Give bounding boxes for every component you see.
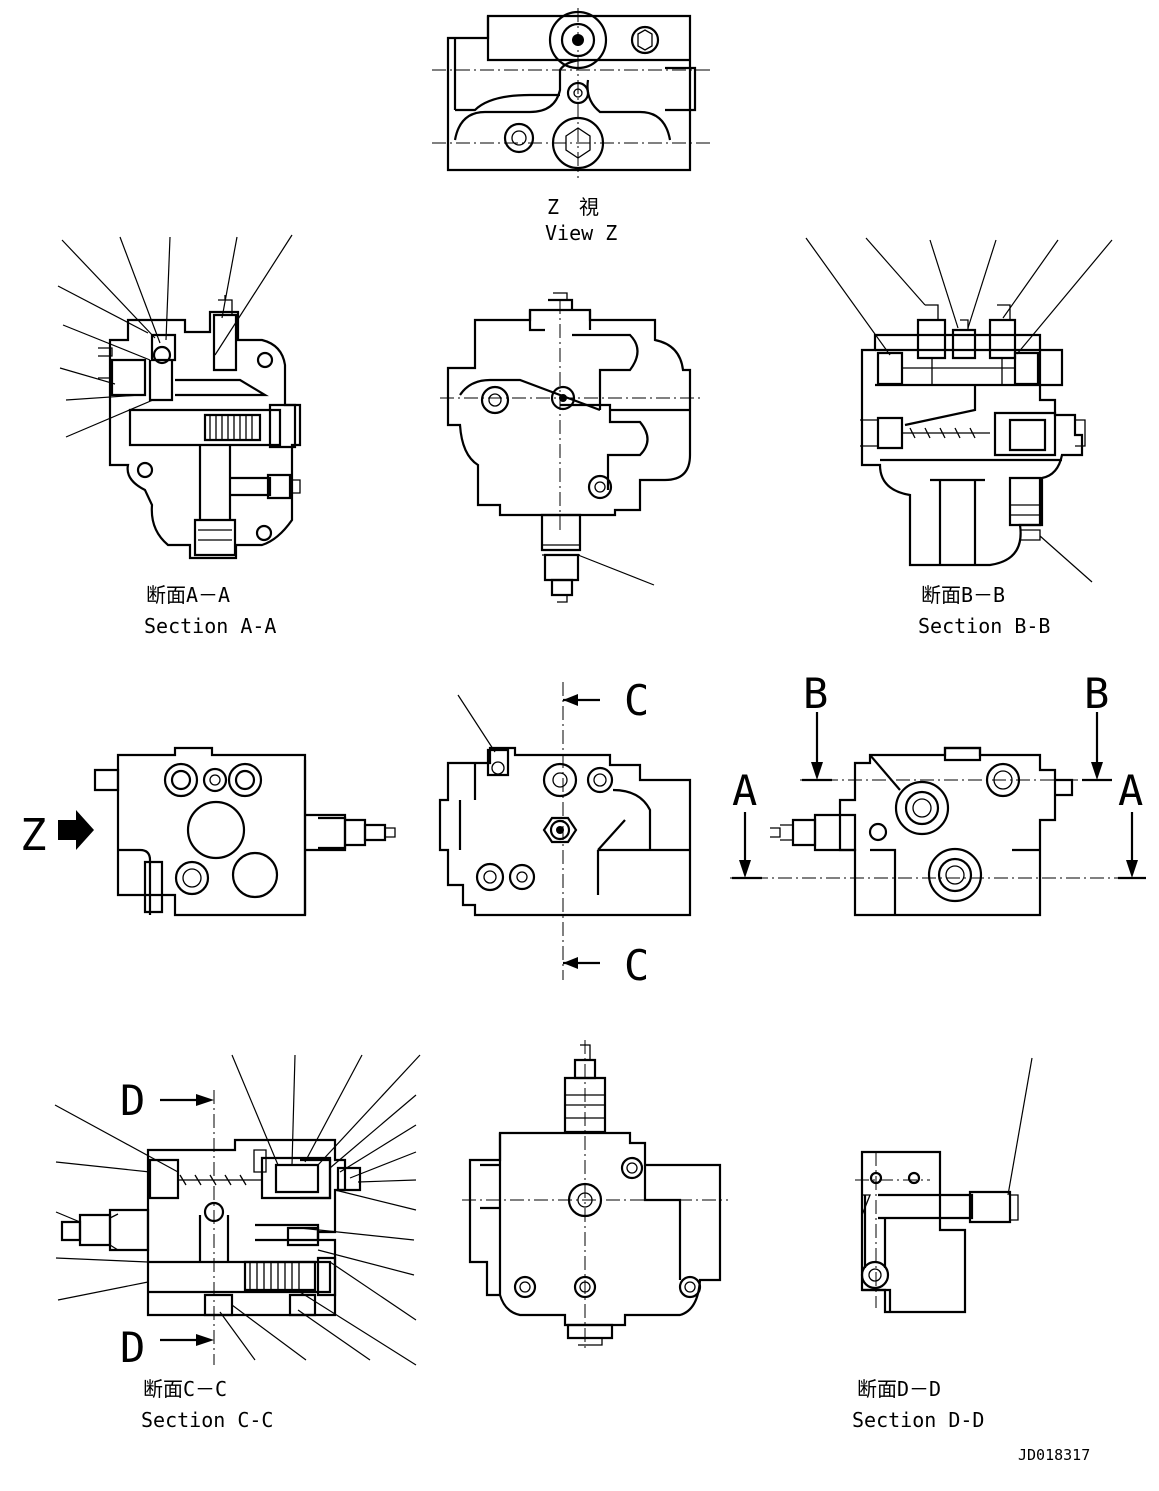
section-dd-label-jp: 断面D－D — [857, 1377, 941, 1401]
section-cc-leaders — [54, 1054, 421, 1366]
section-cc-cut-marks — [563, 694, 600, 969]
front-view-drawing — [438, 682, 692, 980]
section-aa-leaders — [57, 234, 293, 438]
front-view-leaders — [457, 694, 496, 753]
cut-b-left-label: B — [803, 669, 828, 718]
section-dd-leaders — [1007, 1057, 1033, 1196]
section-aa-label-en: Section A-A — [144, 614, 276, 638]
cut-c-lower-label: C — [624, 941, 649, 990]
cut-c-upper-label: C — [624, 676, 649, 725]
z-view-arrow — [58, 810, 94, 850]
cut-marks-ab — [732, 712, 1146, 880]
section-cc-label-jp: 断面C－C — [143, 1377, 227, 1401]
bottom-view-drawing — [462, 1040, 728, 1352]
top-view-leaders — [577, 554, 655, 586]
top-view-drawing — [440, 292, 700, 603]
cut-d-upper-label: D — [120, 1076, 145, 1125]
view-z-label-en: View Z — [545, 221, 617, 245]
section-cc-drawing — [60, 1090, 362, 1365]
section-dd-drawing — [855, 1150, 1019, 1314]
section-aa-drawing — [98, 295, 302, 560]
section-bb-label-en: Section B-B — [918, 614, 1050, 638]
section-aa-label-jp: 断面A－A — [146, 583, 230, 607]
section-bb-label-jp: 断面B－B — [921, 583, 1005, 607]
view-z-drawing — [432, 8, 710, 178]
drawing-number: JD018317 — [1018, 1446, 1090, 1464]
cut-a-left-label: A — [732, 766, 757, 815]
side-view-z-drawing — [93, 746, 396, 917]
section-cc-label-en: Section C-C — [141, 1408, 273, 1432]
section-dd-label-en: Section D-D — [852, 1408, 984, 1432]
cut-a-right-label: A — [1118, 766, 1143, 815]
z-marker-label: Z — [20, 810, 47, 861]
section-bb-drawing — [860, 304, 1086, 567]
section-dd-cut-marks — [160, 1094, 214, 1346]
cut-b-right-label: B — [1084, 669, 1109, 718]
rear-view-drawing — [730, 746, 1140, 917]
cut-d-lower-label: D — [120, 1323, 145, 1372]
section-bb-leaders — [805, 237, 1113, 583]
view-z-label-jp: Z 視 — [547, 195, 599, 219]
